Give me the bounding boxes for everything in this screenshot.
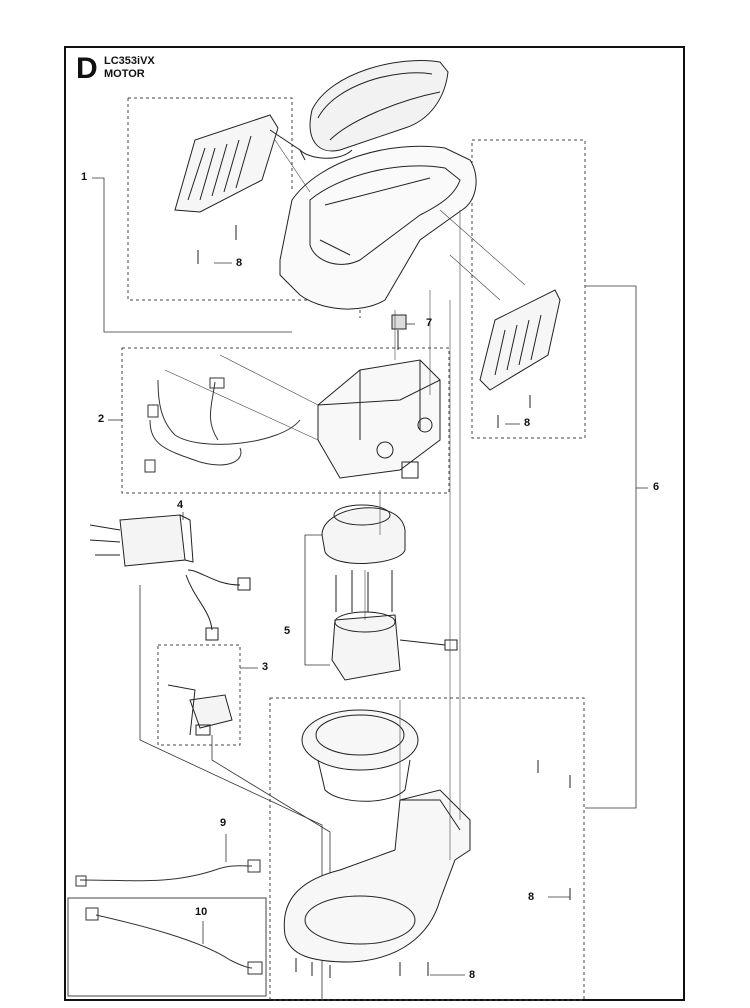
group-box-6 bbox=[471, 139, 586, 439]
callout-6: 6 bbox=[653, 481, 660, 493]
callout-8-right: 8 bbox=[524, 417, 531, 429]
section-letter: D bbox=[76, 52, 98, 85]
side-panel-left bbox=[174, 114, 306, 213]
callout-3: 3 bbox=[262, 661, 269, 673]
switch-bracket-3 bbox=[167, 684, 233, 736]
switch-7 bbox=[391, 314, 407, 350]
callout-2: 2 bbox=[98, 413, 105, 425]
callout-4: 4 bbox=[177, 499, 184, 511]
leader-lines bbox=[92, 177, 648, 1000]
model-name: LC353iVX bbox=[104, 55, 155, 67]
side-panel-right bbox=[479, 289, 561, 391]
callout-5: 5 bbox=[284, 625, 291, 637]
top-lid bbox=[299, 59, 449, 159]
group-box-1 bbox=[127, 97, 361, 318]
controller-4 bbox=[89, 514, 251, 641]
diagram-frame bbox=[64, 46, 685, 1001]
group-box-3 bbox=[157, 644, 241, 746]
callout-10: 10 bbox=[195, 906, 208, 918]
bottom-chassis bbox=[283, 789, 471, 963]
motor-5 bbox=[331, 570, 458, 681]
motor-mount-ring bbox=[301, 709, 419, 802]
callout-8-left: 8 bbox=[236, 257, 243, 269]
screws-8 bbox=[197, 225, 571, 978]
alignment-lines bbox=[164, 139, 526, 860]
section-title: MOTOR bbox=[104, 68, 145, 80]
cable-9 bbox=[75, 859, 261, 887]
callout-9: 9 bbox=[220, 817, 227, 829]
motor-housing-box bbox=[317, 359, 441, 479]
main-housing-top bbox=[279, 145, 477, 310]
callout-8-bottom: 8 bbox=[469, 969, 476, 981]
fan-cover-5 bbox=[321, 504, 406, 565]
group-box-lower bbox=[269, 697, 585, 1001]
callout-1: 1 bbox=[81, 171, 88, 183]
group-box-2 bbox=[121, 347, 450, 494]
group-box-10 bbox=[67, 897, 267, 997]
callout-7: 7 bbox=[426, 317, 433, 329]
callout-8-lower-right: 8 bbox=[528, 891, 535, 903]
wiring-harness-2 bbox=[144, 377, 301, 473]
cable-10 bbox=[85, 907, 263, 975]
